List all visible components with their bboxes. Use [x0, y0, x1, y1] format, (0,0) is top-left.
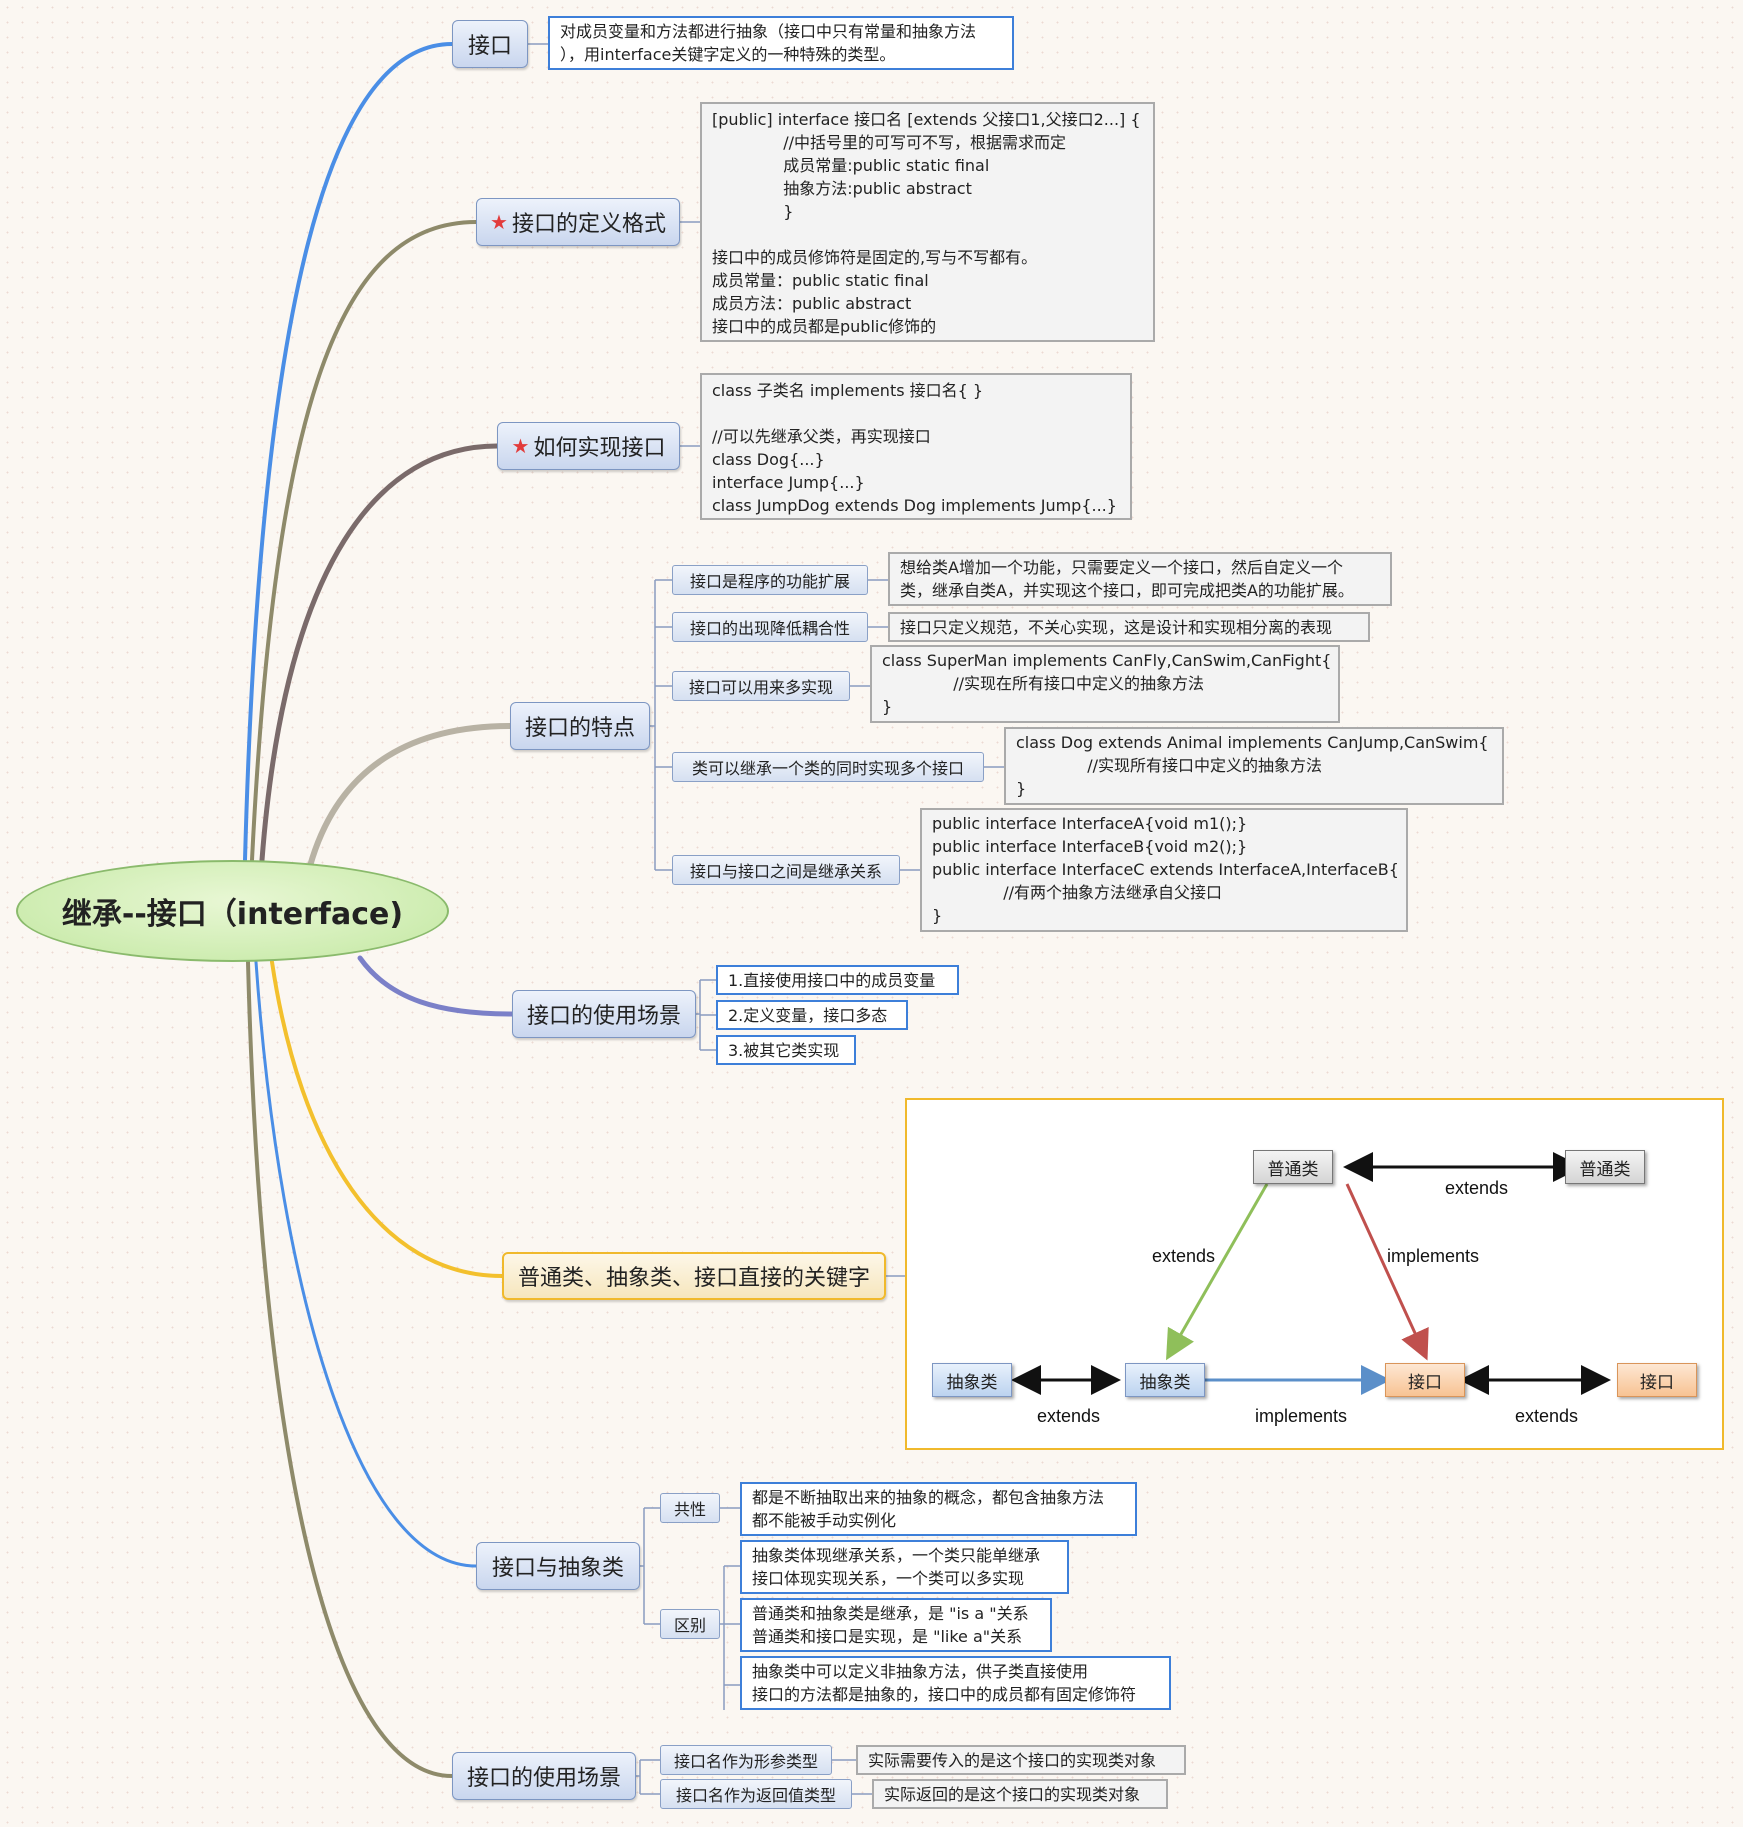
- vs-diff[interactable]: 区别: [660, 1609, 720, 1639]
- topic-vs-abstract-label: 接口与抽象类: [491, 1556, 624, 1581]
- edge-label-extends: extends: [1152, 1246, 1216, 1266]
- topic-vs-abstract[interactable]: 接口与抽象类: [476, 1542, 640, 1590]
- topic-usage2[interactable]: 接口的使用场景: [452, 1752, 636, 1800]
- feature-note: class SuperMan implements CanFly,CanSwim…: [870, 645, 1340, 723]
- topic-keywords-label: 普通类、抽象类、接口直接的关键字: [517, 1266, 870, 1291]
- diagram-node-plain-class: 普通类: [1565, 1150, 1645, 1184]
- branch-interface: [243, 42, 454, 862]
- topic-implement[interactable]: ★ 如何实现接口: [497, 422, 680, 470]
- topic-interface-label: 接口: [467, 34, 512, 59]
- vs-common-label: 共性: [673, 1500, 706, 1519]
- usage-item: 2.定义变量，接口多态: [716, 1000, 908, 1030]
- usage2-item-label: 接口名作为返回值类型: [675, 1786, 836, 1805]
- feature-item-label: 接口的出现降低耦合性: [689, 619, 850, 638]
- vs-diff-label: 区别: [673, 1616, 706, 1635]
- note-interface: 对成员变量和方法都进行抽象（接口中只有常量和抽象方法 ），用interface关…: [548, 16, 1014, 70]
- vs-diff-note: 抽象类中可以定义非抽象方法，供子类直接使用 接口的方法都是抽象的，接口中的成员都…: [740, 1656, 1171, 1710]
- usage2-note: 实际返回的是这个接口的实现类对象: [872, 1779, 1168, 1809]
- diagram-node-interface: 接口: [1385, 1363, 1465, 1397]
- vs-common-note: 都是不断抽取出来的抽象的概念，都包含抽象方法 都不能被手动实例化: [740, 1482, 1137, 1536]
- feature-note: public interface InterfaceA{void m1();} …: [920, 808, 1408, 932]
- feature-item[interactable]: 类可以继承一个类的同时实现多个接口: [672, 752, 984, 782]
- branch-usage: [357, 955, 515, 1017]
- edge-plain-itf: [1345, 1183, 1429, 1361]
- usage2-note: 实际需要传入的是这个接口的实现类对象: [856, 1745, 1186, 1775]
- branch-implement: [259, 443, 500, 863]
- relationship-diagram: 普通类 普通类 抽象类 抽象类 接口 接口 extends extends im…: [905, 1098, 1724, 1450]
- topic-features-label: 接口的特点: [524, 716, 635, 741]
- feature-note: 接口只定义规范，不关心实现，这是设计和实现相分离的表现: [888, 612, 1370, 642]
- edge-label-implements: implements: [1255, 1406, 1348, 1426]
- vs-common[interactable]: 共性: [660, 1493, 720, 1523]
- feature-item[interactable]: 接口可以用来多实现: [672, 671, 850, 701]
- usage-item: 1.直接使用接口中的成员变量: [716, 965, 959, 995]
- topic-usage-label: 接口的使用场景: [526, 1004, 681, 1029]
- feature-item-label: 类可以继承一个类的同时实现多个接口: [691, 759, 964, 778]
- feature-note: class Dog extends Animal implements CanJ…: [1004, 727, 1504, 805]
- feature-item-label: 接口是程序的功能扩展: [689, 572, 850, 591]
- usage2-item[interactable]: 接口名作为形参类型: [660, 1745, 832, 1775]
- feature-item[interactable]: 接口的出现降低耦合性: [672, 612, 868, 642]
- edge-label-extends: extends: [1037, 1406, 1101, 1426]
- branch-features: [307, 723, 513, 869]
- feature-item-label: 接口与接口之间是继承关系: [689, 862, 882, 881]
- note-implement: class 子类名 implements 接口名{ } //可以先继承父类，再实…: [700, 373, 1132, 520]
- topic-implement-label: 如何实现接口: [533, 436, 666, 461]
- edge-label-extends: extends: [1515, 1406, 1579, 1426]
- usage-item: 3.被其它类实现: [716, 1035, 856, 1065]
- diagram-node-abstract-class: 抽象类: [932, 1363, 1012, 1397]
- feature-item[interactable]: 接口与接口之间是继承关系: [672, 855, 900, 885]
- edge-label-extends: extends: [1445, 1178, 1509, 1198]
- edge-label-implements: implements: [1387, 1246, 1480, 1266]
- star-icon: ★: [490, 210, 508, 234]
- diagram-node-abstract-class: 抽象类: [1125, 1363, 1205, 1397]
- feature-item[interactable]: 接口是程序的功能扩展: [672, 565, 868, 595]
- root-node[interactable]: 继承--接口（interface): [16, 860, 449, 962]
- usage2-item-label: 接口名作为形参类型: [673, 1752, 818, 1771]
- topic-keywords[interactable]: 普通类、抽象类、接口直接的关键字: [502, 1252, 886, 1300]
- topic-features[interactable]: 接口的特点: [510, 702, 650, 750]
- diagram-edges: [1011, 1152, 1611, 1395]
- branch-keywords: [270, 960, 504, 1278]
- edge-plain-abs: [1166, 1183, 1269, 1361]
- topic-definition[interactable]: ★ 接口的定义格式: [476, 198, 680, 246]
- branch-definition: [250, 220, 478, 862]
- branch-usage2: [246, 960, 454, 1778]
- star-icon: ★: [511, 434, 530, 458]
- topic-interface[interactable]: 接口: [452, 20, 528, 68]
- feature-note: 想给类A增加一个功能，只需要定义一个接口，然后自定义一个 类，继承自类A，并实现…: [888, 552, 1392, 606]
- vs-diff-note: 抽象类体现继承关系，一个类只能单继承 接口体现实现关系，一个类可以多实现: [740, 1540, 1069, 1594]
- diagram-node-plain-class: 普通类: [1253, 1150, 1333, 1184]
- usage2-item[interactable]: 接口名作为返回值类型: [660, 1779, 852, 1809]
- vs-diff-note: 普通类和抽象类是继承，是 "is a "关系 普通类和接口是实现，是 "like…: [740, 1598, 1052, 1652]
- branch-vs-abstract: [254, 960, 478, 1568]
- topic-usage2-label: 接口的使用场景: [466, 1766, 621, 1791]
- note-definition: [public] interface 接口名 [extends 父接口1,父接口…: [700, 102, 1155, 342]
- root-label: 继承--接口（interface): [61, 897, 404, 932]
- topic-usage[interactable]: 接口的使用场景: [512, 990, 696, 1038]
- feature-item-label: 接口可以用来多实现: [688, 678, 833, 697]
- topic-definition-label: 接口的定义格式: [511, 212, 666, 237]
- diagram-node-interface: 接口: [1617, 1363, 1697, 1397]
